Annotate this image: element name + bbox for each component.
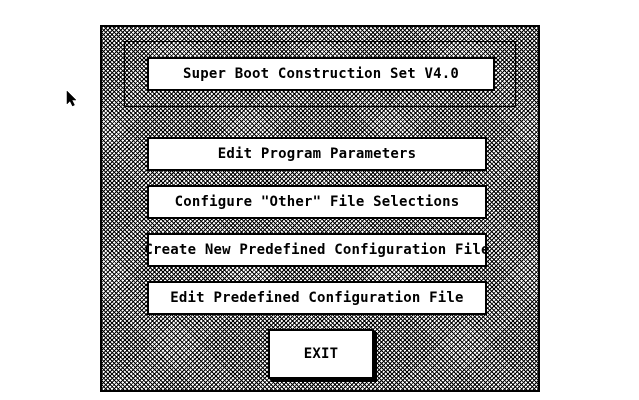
edit-predefined-configuration-file-button[interactable]: Edit Predefined Configuration File bbox=[147, 281, 487, 315]
create-new-predefined-configuration-file-button[interactable]: Create New Predefined Configuration File bbox=[144, 233, 489, 267]
main-dialog: Super Boot Construction Set V4.0 Edit Pr… bbox=[100, 25, 540, 392]
title-frame bbox=[124, 41, 516, 107]
app-title: Super Boot Construction Set V4.0 bbox=[147, 57, 495, 91]
mouse-pointer-icon bbox=[66, 90, 78, 108]
edit-program-parameters-button[interactable]: Edit Program Parameters bbox=[147, 137, 487, 171]
configure-other-file-selections-button[interactable]: Configure "Other" File Selections bbox=[147, 185, 487, 219]
exit-button[interactable]: EXIT bbox=[268, 329, 374, 379]
